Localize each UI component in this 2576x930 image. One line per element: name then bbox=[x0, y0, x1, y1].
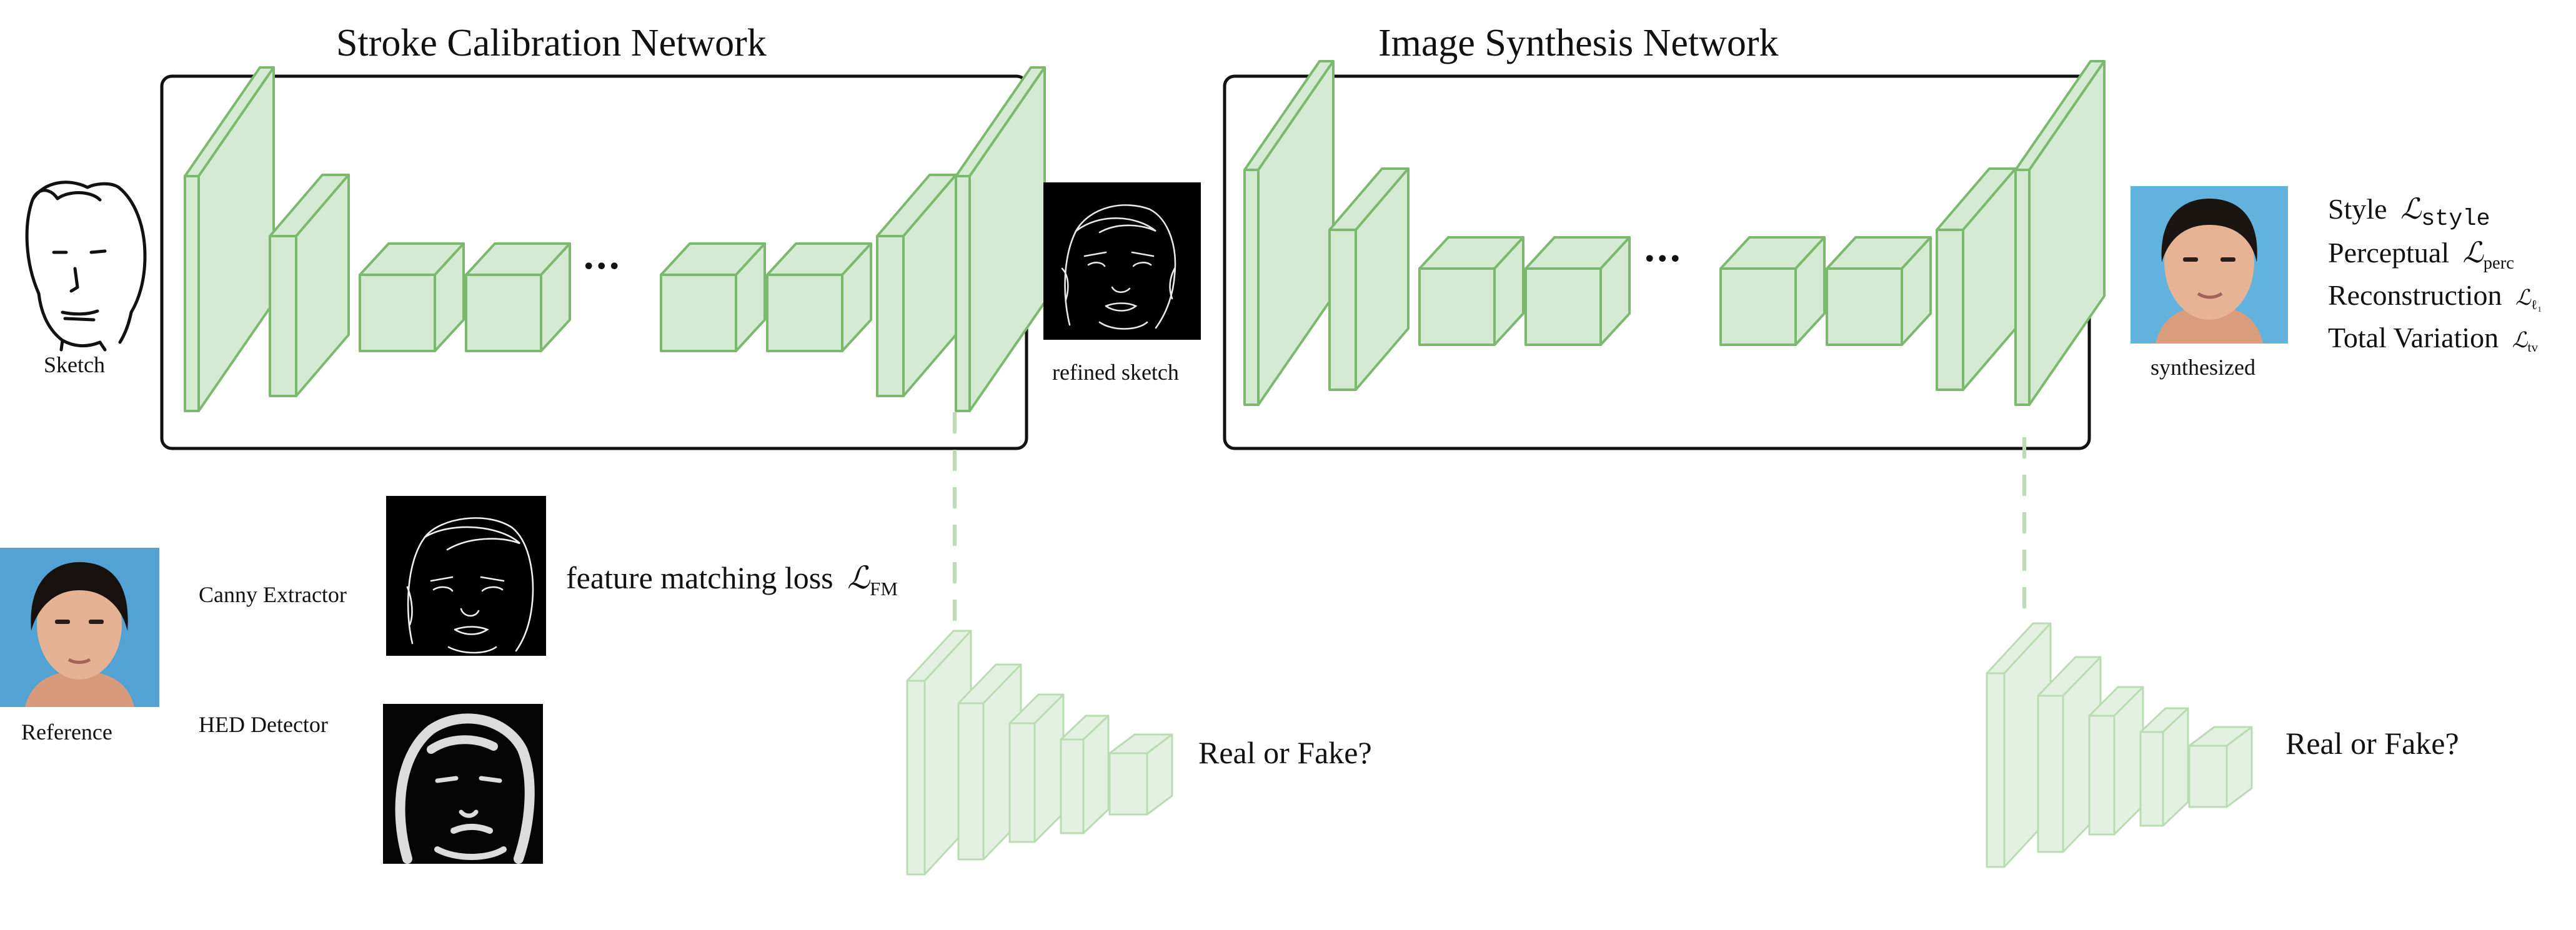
ellipsis-right: ... bbox=[1644, 225, 1683, 270]
canny-extractor-label: Canny Extractor bbox=[199, 582, 347, 607]
loss-reconstruction: Reconstruction ℒℓ₁ bbox=[2328, 279, 2542, 313]
discriminator-left bbox=[906, 630, 1173, 876]
loss-total-variation-l: ℒ bbox=[2512, 328, 2528, 352]
loss-perceptual-sub: perc bbox=[2483, 253, 2514, 273]
disc-r-layer-3 bbox=[2088, 686, 2144, 836]
loss-perceptual: Perceptual ℒperc bbox=[2328, 236, 2542, 272]
isn-layer-3 bbox=[1418, 236, 1524, 346]
reference-label: Reference bbox=[21, 720, 112, 744]
loss-perceptual-l: ℒ bbox=[2462, 236, 2484, 269]
disc-l-layer-4 bbox=[1060, 715, 1110, 834]
loss-total-variation-sub: tv bbox=[2527, 340, 2539, 355]
fm-loss-subscript: FM bbox=[870, 577, 898, 600]
fm-loss-symbol: ℒFM bbox=[847, 560, 898, 598]
loss-reconstruction-l: ℒ bbox=[2515, 285, 2531, 310]
synthesized-label: synthesized bbox=[2151, 355, 2255, 380]
loss-style-l: ℒ bbox=[2400, 193, 2422, 225]
loss-style-symbol: ℒstyle bbox=[2400, 193, 2490, 231]
isn-layer-6 bbox=[1826, 236, 1932, 346]
scn-layer-8 bbox=[955, 66, 1046, 412]
loss-style-sub: style bbox=[2421, 206, 2490, 233]
image-synthesis-layers bbox=[1243, 60, 2106, 406]
hed-detector-label: HED Detector bbox=[199, 712, 328, 737]
loss-total-variation: Total Variation ℒtv bbox=[2328, 321, 2542, 355]
discriminator-right bbox=[1986, 622, 2253, 868]
scn-layer-5 bbox=[660, 242, 766, 352]
image-synthesis-title: Image Synthesis Network bbox=[1378, 22, 1779, 64]
stroke-calibration-layers bbox=[184, 66, 1046, 412]
refined-sketch-label: refined sketch bbox=[1052, 360, 1179, 385]
disc-l-layer-5 bbox=[1108, 733, 1173, 816]
hed-edge-image bbox=[383, 704, 543, 864]
stroke-calibration-title: Stroke Calibration Network bbox=[336, 22, 767, 64]
loss-style: Style ℒstyle bbox=[2328, 193, 2542, 231]
sketch-image bbox=[25, 181, 147, 352]
canny-edge-image bbox=[386, 496, 546, 656]
isn-layer-7 bbox=[1936, 167, 2017, 391]
loss-style-name: Style bbox=[2328, 193, 2387, 225]
loss-perceptual-symbol: ℒperc bbox=[2462, 236, 2514, 272]
synthesized-photo bbox=[2131, 186, 2288, 344]
refined-sketch-image bbox=[1043, 182, 1201, 340]
isn-layer-2 bbox=[1328, 167, 1410, 391]
loss-list: Style ℒstyle Perceptual ℒperc Reconstruc… bbox=[2328, 193, 2542, 355]
isn-layer-5 bbox=[1719, 236, 1826, 346]
loss-reconstruction-sub: ℓ₁ bbox=[2530, 297, 2542, 313]
loss-reconstruction-name: Reconstruction bbox=[2328, 279, 2502, 311]
disc-r-layer-4 bbox=[2139, 707, 2189, 827]
scn-layer-6 bbox=[766, 242, 872, 352]
scn-layer-1 bbox=[184, 66, 275, 412]
scn-layer-4 bbox=[465, 242, 571, 352]
isn-layer-4 bbox=[1524, 236, 1631, 346]
loss-perceptual-name: Perceptual bbox=[2328, 236, 2450, 269]
isn-layer-8 bbox=[2014, 60, 2106, 406]
isn-layer-1 bbox=[1243, 60, 1335, 406]
loss-total-variation-name: Total Variation bbox=[2328, 321, 2499, 354]
ellipsis-left: ... bbox=[584, 232, 622, 278]
disc-l-layer-3 bbox=[1008, 693, 1065, 843]
scn-layer-7 bbox=[876, 174, 957, 397]
loss-reconstruction-symbol: ℒℓ₁ bbox=[2515, 285, 2542, 313]
real-or-fake-right: Real or Fake? bbox=[2285, 726, 2459, 761]
feature-matching-loss-text: feature matching loss bbox=[566, 560, 833, 595]
feature-matching-loss-label: feature matching loss ℒFM bbox=[566, 560, 898, 598]
disc-r-layer-5 bbox=[2188, 726, 2253, 808]
fm-loss-script-l: ℒ bbox=[847, 560, 870, 595]
real-or-fake-left: Real or Fake? bbox=[1198, 735, 1372, 770]
loss-total-variation-symbol: ℒtv bbox=[2512, 328, 2539, 355]
reference-photo bbox=[0, 548, 159, 707]
sketch-label: Sketch bbox=[44, 352, 105, 377]
scn-layer-3 bbox=[359, 242, 465, 352]
scn-layer-2 bbox=[269, 174, 350, 397]
